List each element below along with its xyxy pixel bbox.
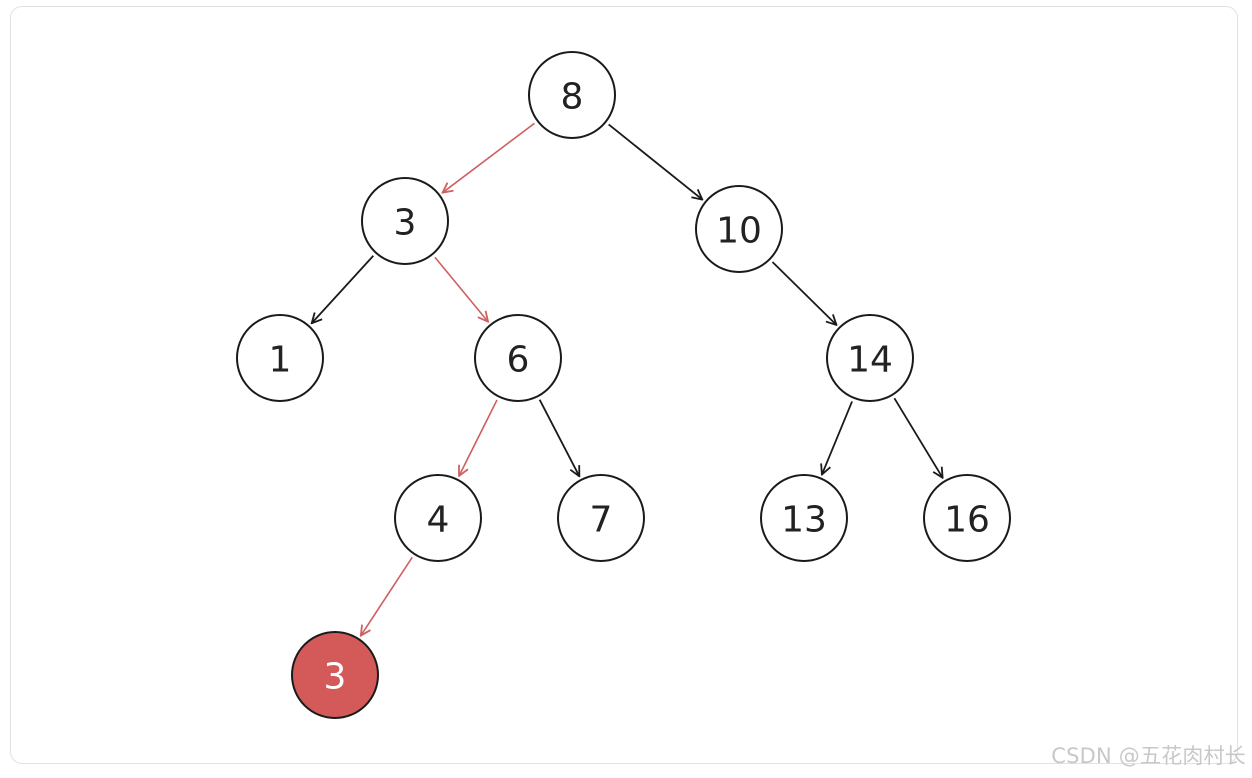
node-circle <box>236 314 324 402</box>
node-circle <box>394 474 482 562</box>
edge-n6-to-n7 <box>538 399 580 477</box>
tree-node: 16 <box>923 474 1011 562</box>
edge-n6-to-n4-highlighted <box>459 399 498 476</box>
edge-n8-to-n10 <box>608 123 703 199</box>
node-label: 7 <box>590 500 613 541</box>
node-label: 16 <box>944 500 990 541</box>
node-label: 8 <box>561 77 584 118</box>
node-label: 10 <box>716 211 762 252</box>
node-circle <box>826 314 914 402</box>
node-label: 14 <box>847 340 893 381</box>
node-circle <box>361 177 449 265</box>
tree-node: 8 <box>528 51 616 139</box>
tree-node: 6 <box>474 314 562 402</box>
edges-layer <box>312 122 943 635</box>
node-label: 6 <box>507 340 530 381</box>
tree-node: 4 <box>394 474 482 562</box>
tree-node: 13 <box>760 474 848 562</box>
edge-n10-to-n14 <box>771 261 836 325</box>
tree-node: 10 <box>695 185 783 273</box>
node-label: 1 <box>269 340 292 381</box>
tree-node: 14 <box>826 314 914 402</box>
tree-node: 3 <box>361 177 449 265</box>
node-circle <box>695 185 783 273</box>
node-label: 3 <box>324 657 347 698</box>
tree-node: 7 <box>557 474 645 562</box>
node-circle <box>760 474 848 562</box>
node-circle <box>474 314 562 402</box>
edge-n14-to-n13 <box>822 401 853 474</box>
edge-n8-to-n3-highlighted <box>443 122 535 192</box>
tree-node-inserted: 3 <box>291 631 379 719</box>
node-label: 4 <box>427 500 450 541</box>
node-label: 13 <box>781 500 827 541</box>
node-circle <box>528 51 616 139</box>
node-circle <box>557 474 645 562</box>
diagram-frame <box>10 6 1238 764</box>
edge-n4-to-nnew3-highlighted <box>361 556 413 635</box>
tree-node: 1 <box>236 314 324 402</box>
edge-n14-to-n16 <box>893 397 942 478</box>
edge-n3-to-n1 <box>312 255 374 324</box>
watermark-text: CSDN @五花肉村长 <box>1051 744 1246 768</box>
node-circle <box>923 474 1011 562</box>
edge-n3-to-n6-highlighted <box>434 256 488 321</box>
node-label: 3 <box>394 203 417 244</box>
node-circle-highlighted <box>291 631 379 719</box>
